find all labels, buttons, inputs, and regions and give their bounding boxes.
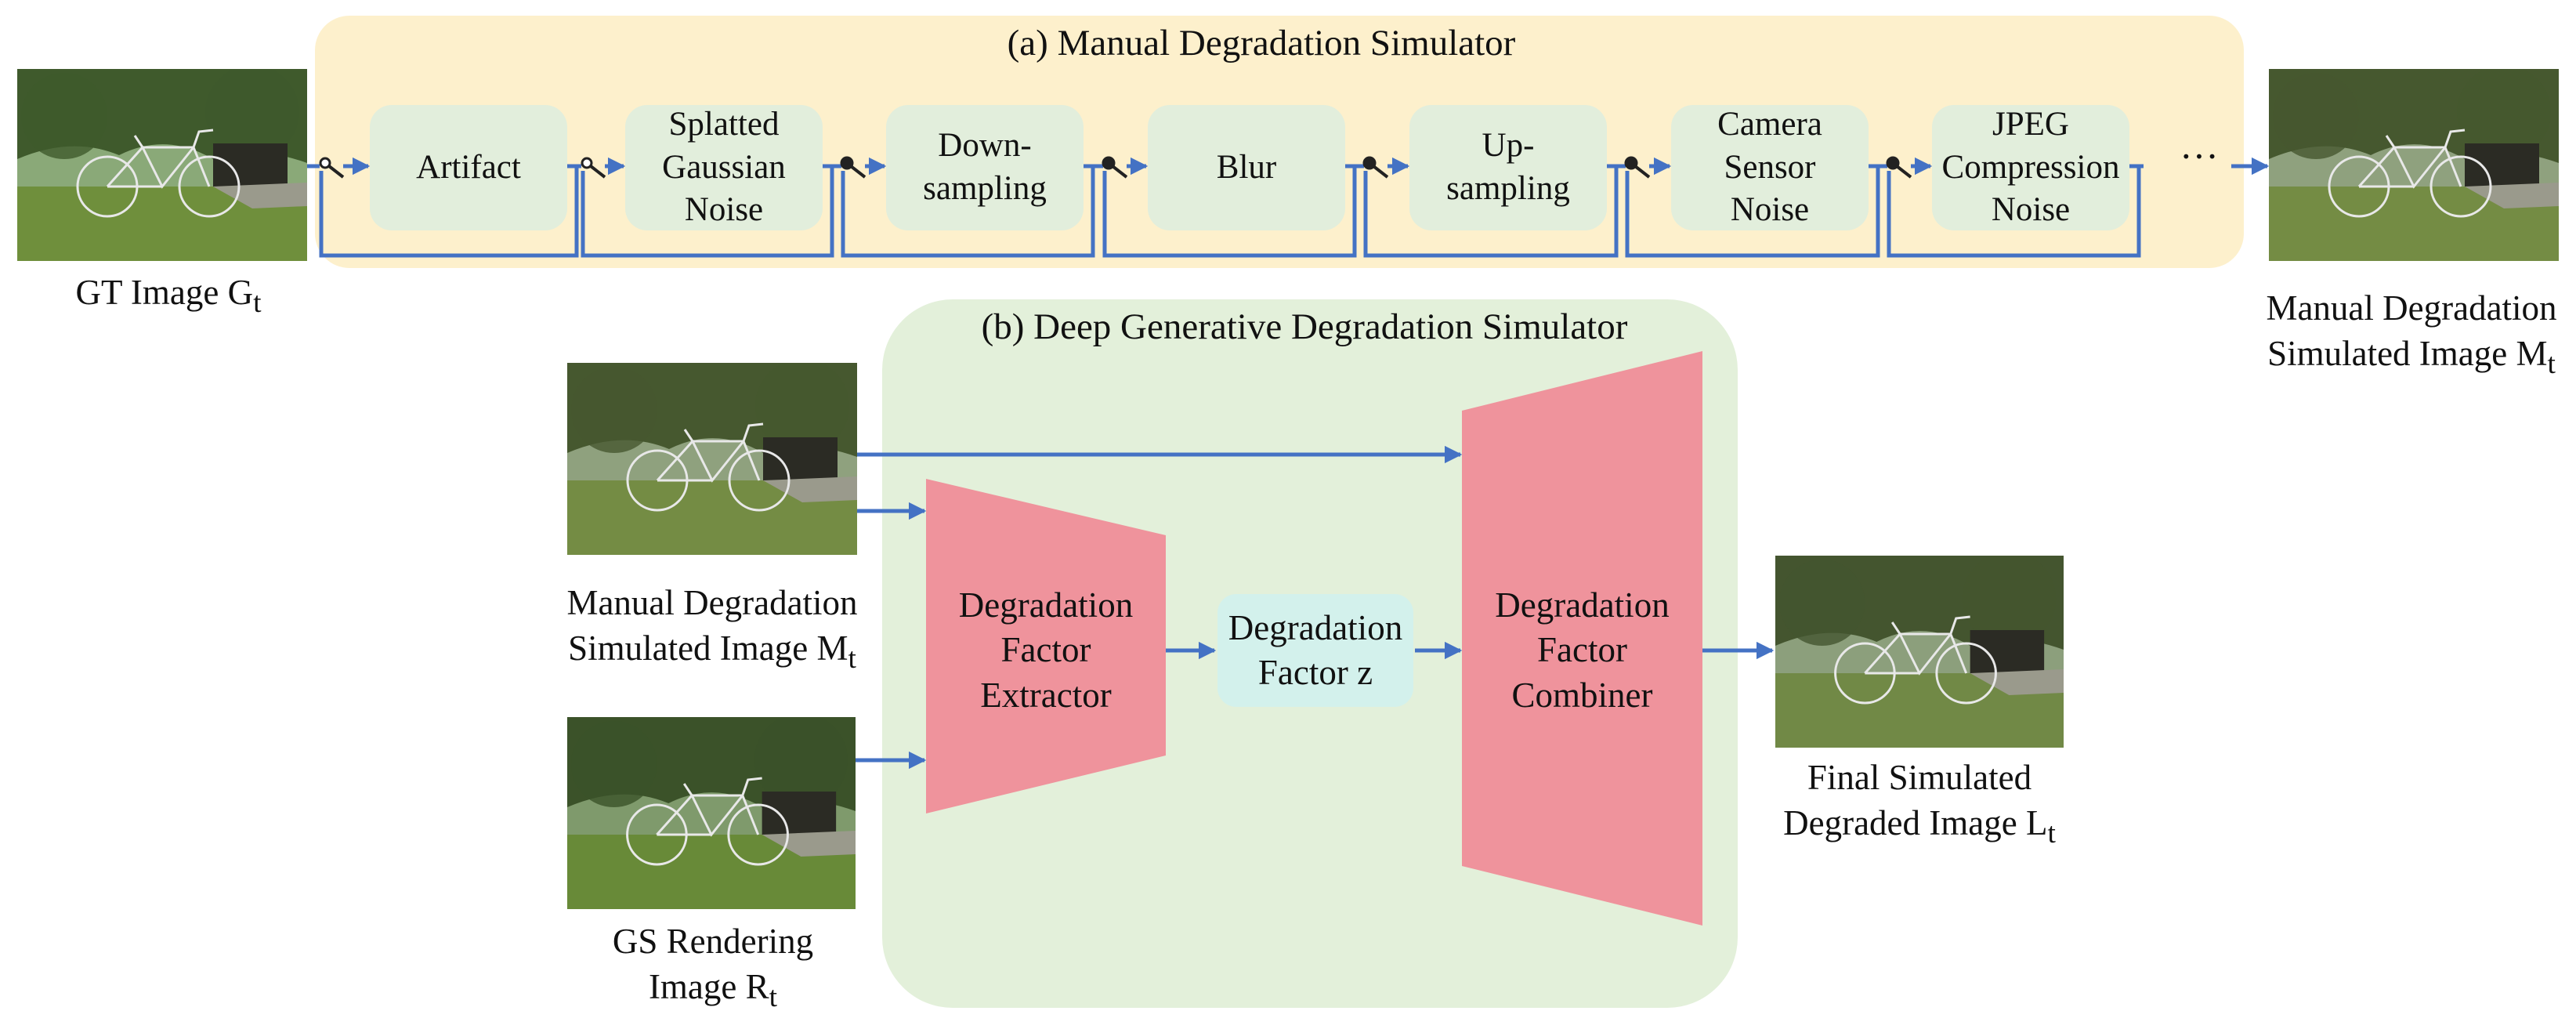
stage-label: Splatted Gaussian Noise	[662, 106, 786, 229]
manual-degraded-output-image	[2269, 69, 2559, 261]
bicycle-photo	[567, 717, 856, 909]
degradation-factor-extractor: Degradation Factor Extractor	[958, 585, 1134, 715]
bicycle-photo	[567, 363, 857, 555]
gt-image	[17, 69, 307, 261]
stage-artifact: Artifact	[370, 105, 567, 230]
caption-line: GS Rendering	[612, 922, 814, 961]
caption-line: Manual Degradation	[566, 583, 858, 622]
caption-text: GT Image G	[75, 273, 254, 312]
bypass-line	[319, 165, 579, 258]
manual-degraded-input-image	[567, 363, 857, 555]
final-degraded-caption: Final Simulated Degraded Image Lt	[1755, 755, 2084, 853]
switch-icon	[319, 157, 345, 179]
caption-text: Simulated Image M	[568, 628, 848, 668]
switch-icon	[1624, 156, 1651, 179]
stage-label: Artifact	[416, 148, 521, 186]
bicycle-photo	[2269, 69, 2559, 261]
caption-subscript: t	[848, 642, 856, 675]
pipeline-connectors	[307, 156, 2270, 258]
bicycle-photo	[17, 69, 307, 261]
bypass-line	[841, 165, 1095, 258]
gt-image-caption: GT Image Gt	[17, 270, 320, 322]
bypass-line	[1102, 165, 1357, 258]
degradation-factor-z: Degradation Factor z	[1217, 594, 1413, 707]
caption-subscript: t	[2547, 347, 2556, 380]
caption-text: Degraded Image L	[1783, 803, 2048, 842]
stage-label: Up- sampling	[1446, 127, 1570, 207]
extractor-trapezoid	[926, 479, 1166, 813]
caption-subscript: t	[2047, 817, 2056, 850]
stage-label: Blur	[1216, 148, 1277, 186]
manual-input-caption: Manual Degradation Simulated Image Mt	[544, 581, 881, 678]
panel-b-title: (b) Deep Generative Degradation Simulato…	[981, 306, 1628, 347]
caption-text: Simulated Image M	[2267, 333, 2548, 373]
combiner-trapezoid	[1462, 351, 1702, 926]
panel-a-title: (a) Manual Degradation Simulator	[1007, 23, 1516, 63]
caption-text: Image R	[648, 966, 769, 1006]
manual-output-caption: Manual Degradation Simulated Image Mt	[2247, 286, 2576, 383]
stage-camera-sensor-noise: Camera Sensor Noise	[1671, 105, 1869, 230]
panel-b-arrows	[856, 445, 1775, 770]
caption-line: Final Simulated	[1807, 758, 2032, 797]
pipeline-ellipsis: ···	[2180, 134, 2219, 178]
caption-subscript: t	[253, 287, 262, 319]
caption-line: Degraded Image Lt	[1755, 801, 2084, 853]
switch-icon	[840, 156, 867, 179]
stage-label: Down- sampling	[923, 127, 1047, 207]
caption-subscript: t	[769, 980, 778, 1013]
bypass-line	[581, 165, 834, 258]
stage-label: Camera Sensor Noise	[1717, 106, 1822, 229]
caption-line: Simulated Image Mt	[544, 626, 881, 678]
bicycle-photo	[1775, 556, 2064, 748]
stage-downsampling: Down- sampling	[886, 105, 1084, 230]
caption-line: Image Rt	[556, 965, 870, 1016]
switch-icon	[1102, 156, 1128, 179]
caption-line: Simulated Image Mt	[2247, 332, 2576, 383]
bypass-line	[1625, 165, 1880, 258]
degradation-factor-combiner: Degradation Factor Combiner	[1495, 585, 1670, 715]
stage-label: JPEG Compression Noise	[1941, 106, 2120, 229]
gs-rendering-image	[567, 717, 856, 909]
switch-icon	[1886, 156, 1912, 179]
stage-jpeg-compression-noise: JPEG Compression Noise	[1932, 105, 2129, 230]
bypass-line	[1363, 165, 1619, 258]
caption-line: Manual Degradation	[2266, 288, 2557, 328]
switch-icon	[581, 157, 606, 179]
switch-icon	[1362, 156, 1389, 179]
stage-blur: Blur	[1148, 105, 1345, 230]
stage-splatted-gaussian-noise: Splatted Gaussian Noise	[625, 105, 823, 230]
stage-upsampling: Up- sampling	[1409, 105, 1607, 230]
gs-rendering-caption: GS Rendering Image Rt	[556, 919, 870, 1016]
bypass-line	[1887, 165, 2141, 258]
final-degraded-image	[1775, 556, 2064, 748]
